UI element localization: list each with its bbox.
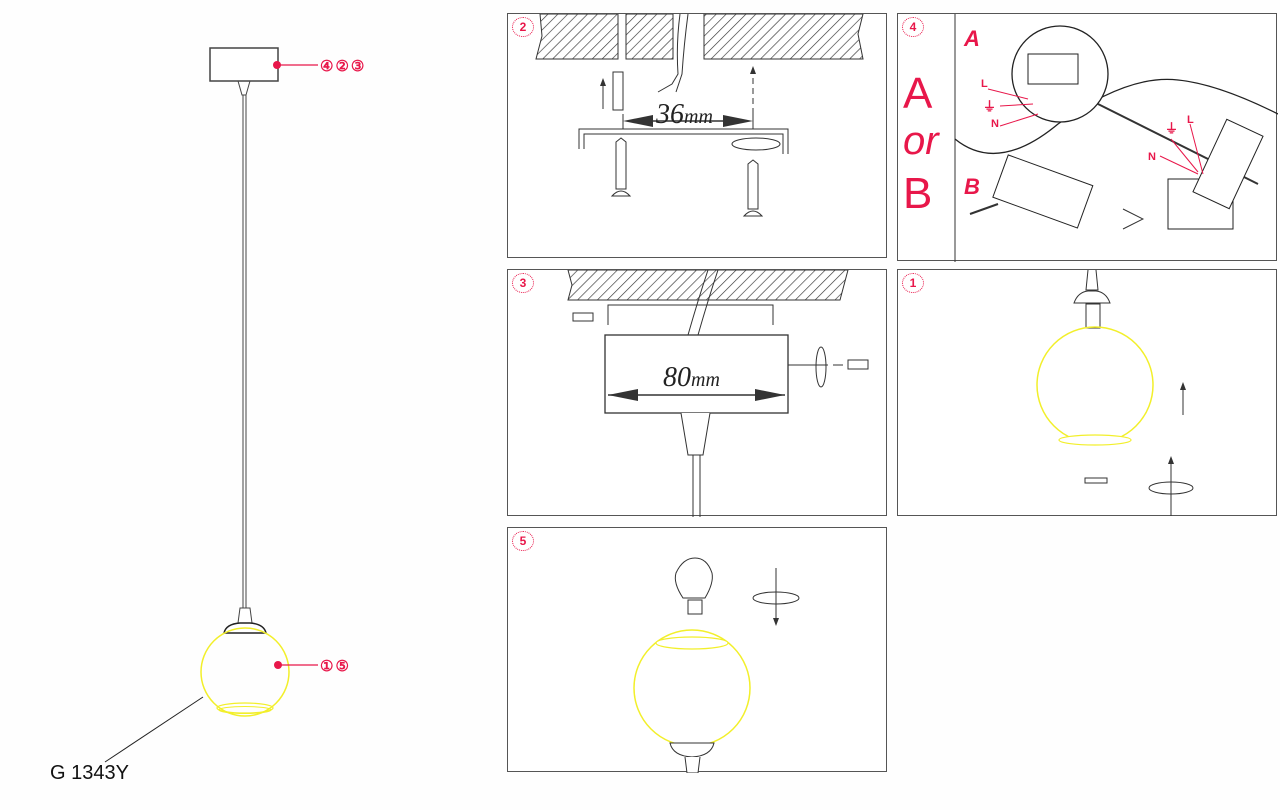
dimension-label: 36mm: [656, 99, 713, 130]
panel-mount-bracket: 2 36mm: [507, 13, 887, 258]
bulb-drawing: [633, 557, 800, 773]
callout-parts-bottom: ①⑤: [320, 658, 351, 675]
step-badge: 4: [902, 17, 924, 37]
lamp-overview-drawing: [104, 47, 318, 763]
panel-globe: 1: [897, 269, 1277, 516]
earth-symbol-b: ⏚: [1165, 121, 1179, 136]
step-badge: 3: [512, 273, 534, 293]
label-b: B: [964, 174, 980, 199]
option-b-large: B: [903, 169, 933, 218]
wire-neutral-label-a: N: [991, 118, 999, 130]
callout-parts-top: ④②③: [320, 58, 367, 75]
step-badge: 1: [902, 273, 924, 293]
panel-canopy: 3 80mm: [507, 269, 887, 517]
wire-neutral-label-b: N: [1148, 151, 1156, 163]
panel-bulb: 5: [507, 527, 887, 773]
label-a: A: [964, 26, 980, 51]
step-badge: 2: [512, 17, 534, 37]
panel-wiring: 4 A or B A B L ⏚ N L ⏚ N: [897, 13, 1278, 262]
earth-symbol-a: ⏚: [983, 99, 997, 114]
dimension-label: 80mm: [663, 362, 720, 393]
wire-live-label-b: L: [1187, 114, 1194, 126]
canopy-drawing: [567, 270, 869, 517]
wire-live-label-a: L: [981, 78, 988, 90]
globe-drawing: [1036, 270, 1194, 516]
wiring-drawing: [954, 14, 1278, 262]
mount-bracket-drawing: [535, 14, 864, 217]
model-number: G 1343Y: [50, 762, 129, 784]
option-or: or: [903, 119, 939, 163]
step-badge: 5: [512, 531, 534, 551]
option-a-large: A: [903, 69, 933, 118]
